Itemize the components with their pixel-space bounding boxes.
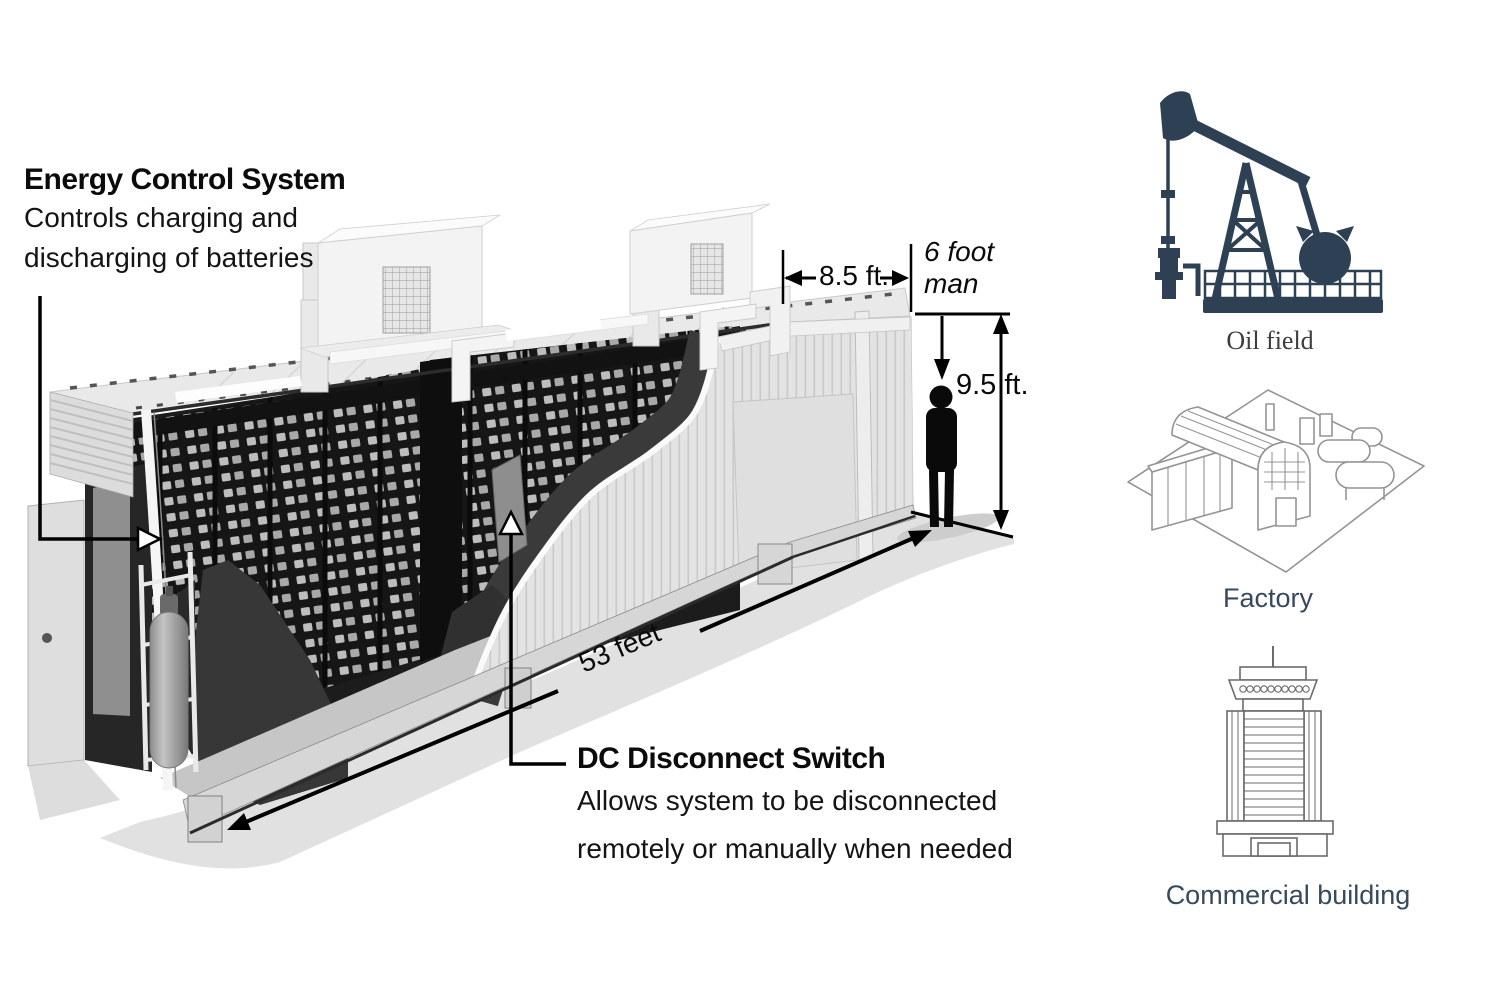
factory-label: Factory <box>1222 583 1314 613</box>
oil-field-label: Oil field <box>1226 326 1314 355</box>
width-dimension <box>781 244 913 312</box>
height-dimension <box>910 312 1014 539</box>
ecs-title: Energy Control System <box>24 163 346 196</box>
hvac-unit-2 <box>629 203 791 357</box>
factory-icon <box>1127 389 1425 573</box>
dc-title: DC Disconnect Switch <box>577 742 886 775</box>
man-label-line1: 6 foot <box>924 236 995 267</box>
man-label-line2: man <box>924 268 979 299</box>
height-dimension-label: 9.5 ft. <box>956 369 1029 401</box>
container-base <box>182 504 917 843</box>
dc-leader-line <box>497 509 566 766</box>
energy-control-system-label: Energy Control System Controls charging … <box>24 162 346 278</box>
width-dimension-label: 8.5 ft. <box>819 260 890 291</box>
dc-desc-line2: remotely or manually when needed <box>577 833 1013 864</box>
hvac-unit-1 <box>299 214 523 393</box>
man-figure <box>926 385 957 527</box>
fire-suppression-cylinder <box>149 586 189 769</box>
commercial-building-icon <box>1216 646 1334 857</box>
ecs-desc-line2: discharging of batteries <box>24 242 314 273</box>
dc-desc-line1: Allows system to be disconnected <box>577 785 998 816</box>
ecs-desc-line1: Controls charging and <box>24 202 298 233</box>
roof-walkway <box>175 303 757 403</box>
dc-disconnect-switch-label: DC Disconnect Switch Allows system to be… <box>577 741 1013 873</box>
commercial-building-label: Commercial building <box>1165 880 1411 910</box>
man-height-label: 6 foot man <box>924 236 994 300</box>
length-dimension <box>227 530 932 830</box>
ecs-leader-line <box>38 296 163 553</box>
oil-field-icon <box>1155 91 1383 313</box>
